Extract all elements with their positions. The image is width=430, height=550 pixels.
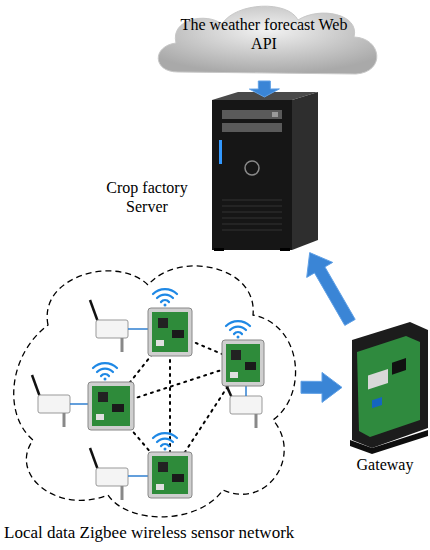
zigbee-boards: [88, 308, 264, 498]
wifi-symbols: [93, 289, 250, 450]
node-label: Crop factory Server: [92, 178, 202, 216]
arrow-shape: [249, 81, 279, 97]
gateway-device: [350, 322, 428, 454]
server-tower: [212, 92, 318, 251]
node-label: Local data Zigbee wireless sensor networ…: [4, 523, 404, 542]
api-cloud: The weather forecast Web API: [148, 2, 380, 78]
arrow-shape: [301, 372, 342, 402]
flow-arrow: [301, 372, 342, 402]
sensor-probes: [32, 300, 262, 500]
node-label: Gateway: [340, 455, 430, 474]
arrow-shape: [307, 253, 356, 326]
node-label: The weather forecast Web API: [178, 15, 350, 53]
flow-arrow: [307, 253, 356, 326]
flow-arrow: [249, 81, 279, 97]
